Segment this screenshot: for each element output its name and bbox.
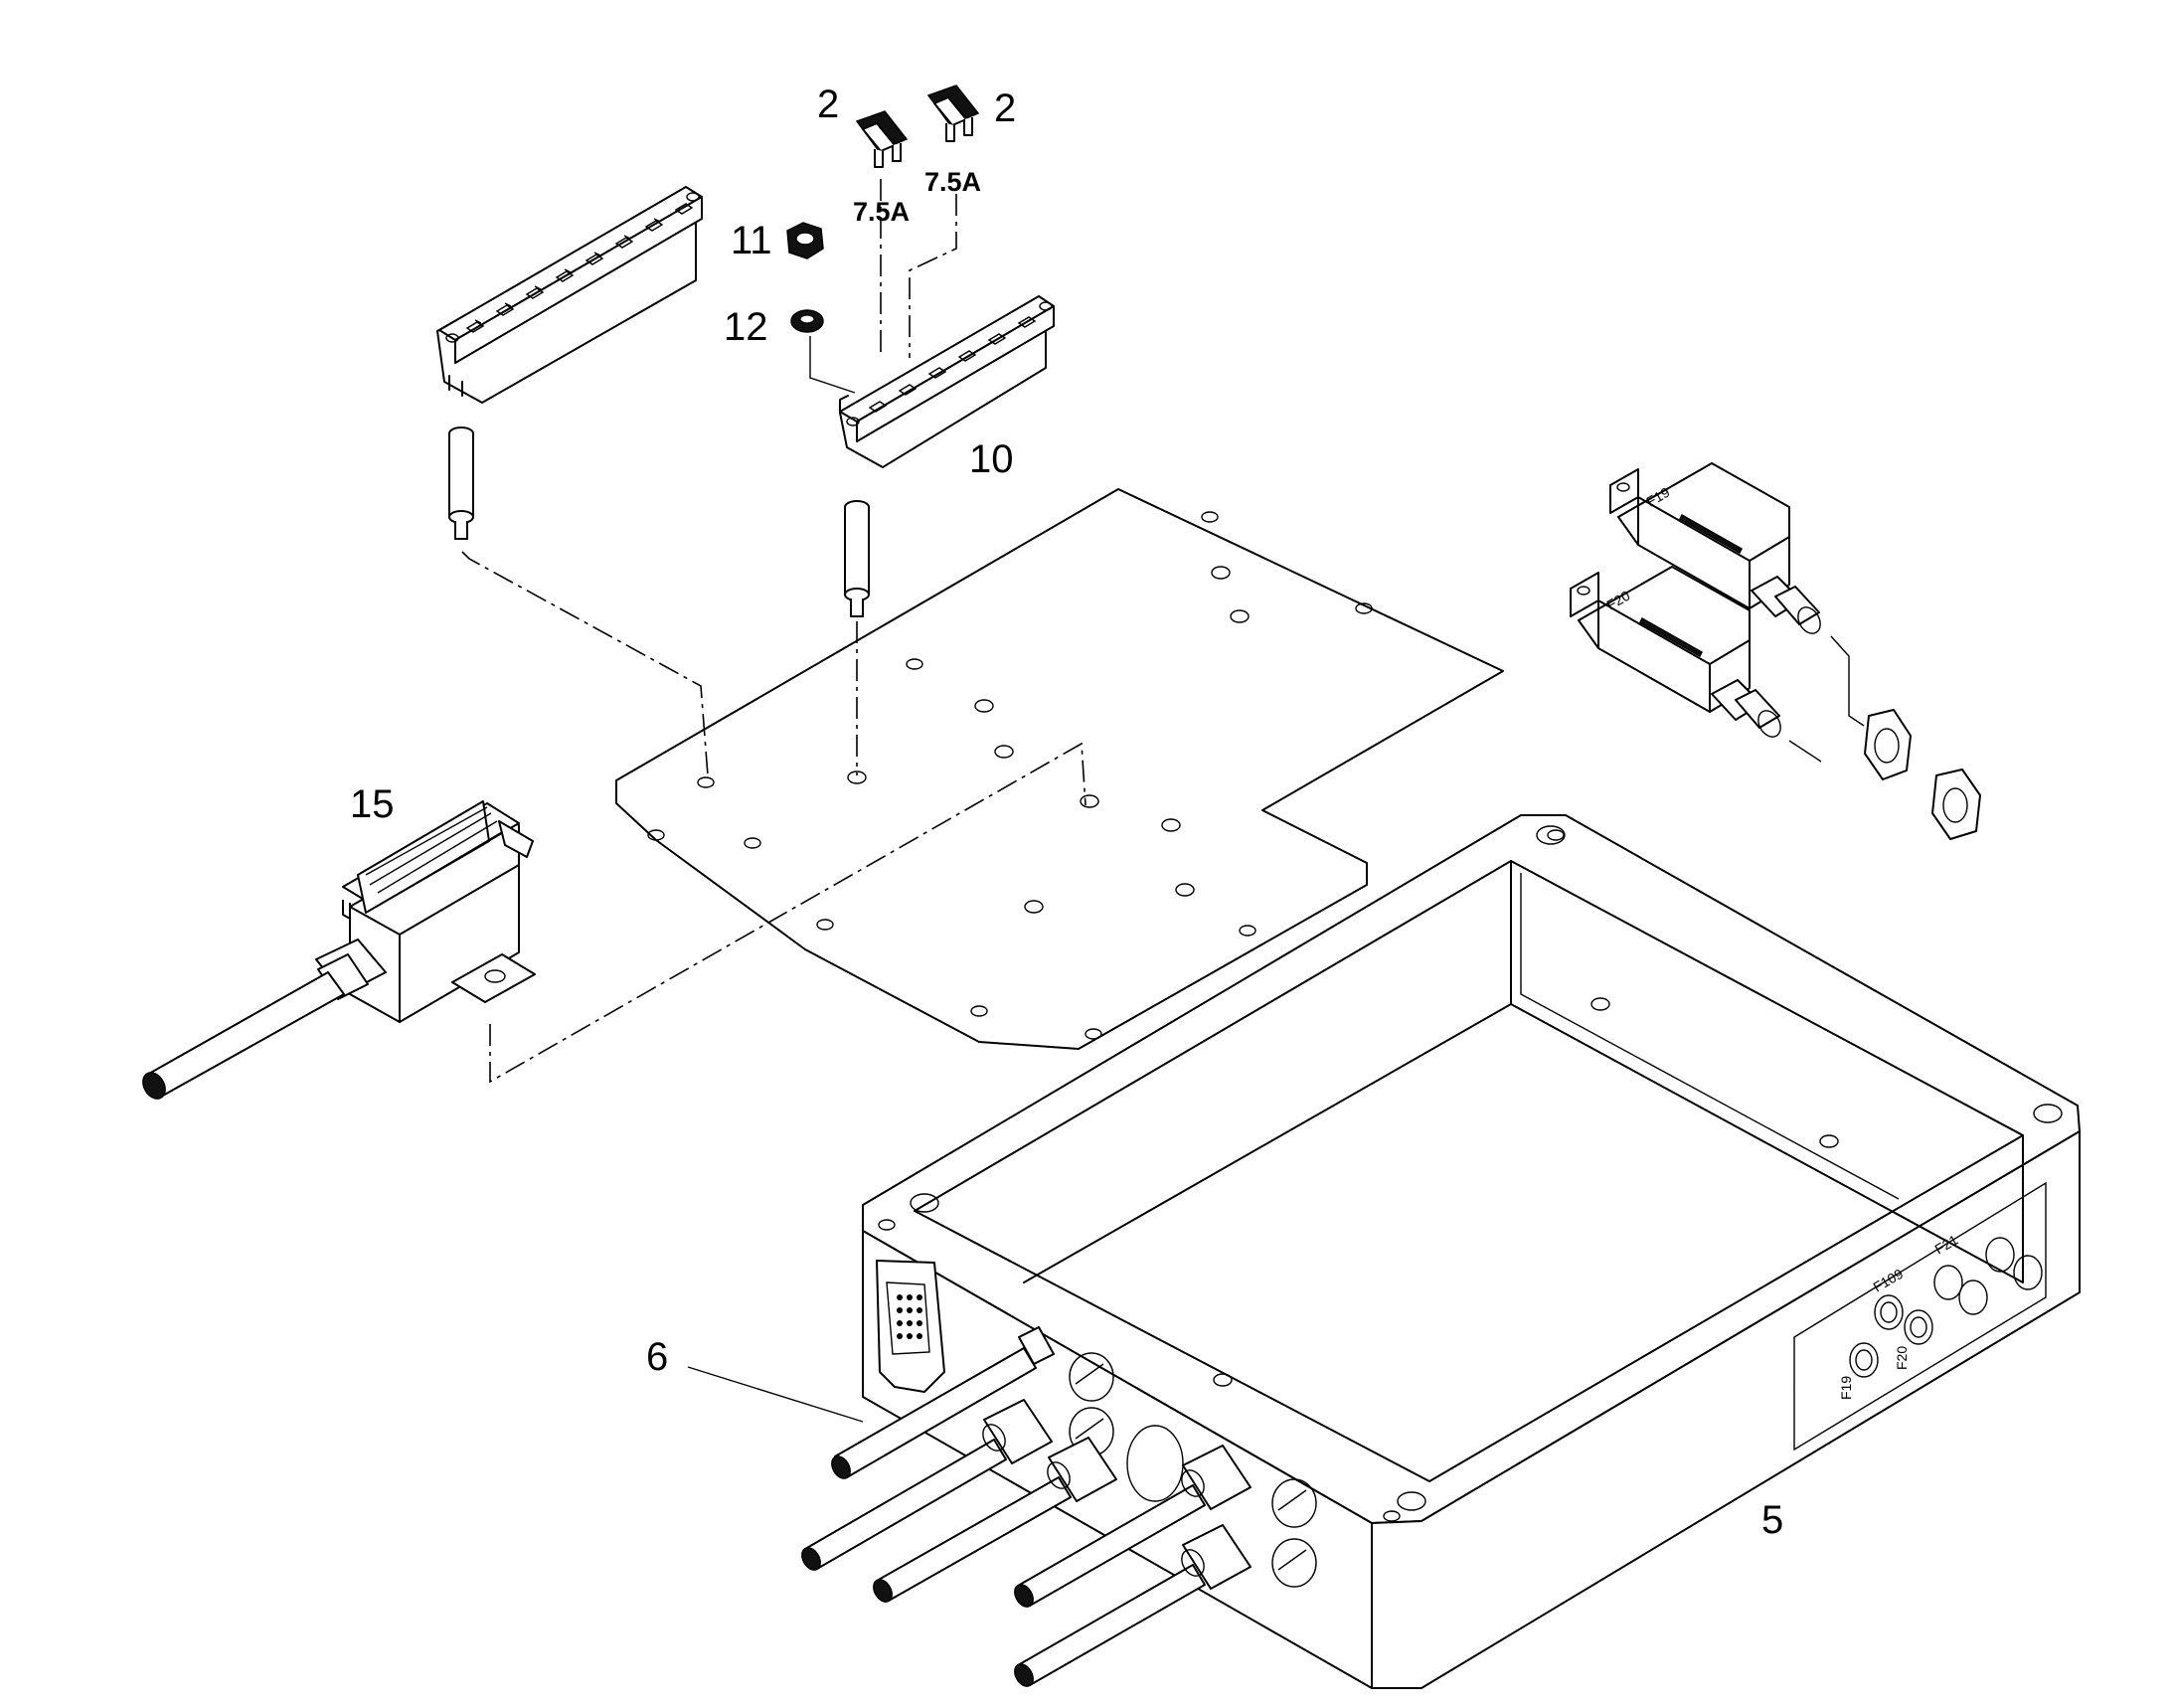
housing-5: F19 F20 F109 F21 [862, 814, 2081, 1689]
left-terminal-block [436, 186, 703, 404]
panel-label-f19: F19 [1838, 1376, 1854, 1400]
cable-6 [831, 1326, 1055, 1479]
callout-housing: 5 [1761, 1498, 1783, 1542]
assembly-lines [461, 179, 1086, 1084]
fuse-left [855, 110, 909, 168]
callout-relay: 15 [350, 782, 395, 826]
callout-fuse-left: 2 [817, 83, 839, 126]
callout-cable: 6 [646, 1335, 668, 1379]
terminal-block-10 [839, 295, 1055, 468]
hex-nut-upper [1864, 709, 1912, 780]
callout-fuse-right: 2 [994, 86, 1016, 130]
callout-terminal-block: 10 [969, 437, 1014, 481]
breaker-f19: F19 [1609, 462, 1821, 634]
fuse-rating-right: 7.5A [924, 167, 981, 197]
fuse-right [926, 85, 980, 142]
standoff [844, 500, 870, 617]
callout-washer: 12 [724, 305, 768, 349]
left-standoff [448, 427, 474, 540]
breaker-f20: F20 [1570, 566, 1781, 738]
hex-nut-lower [1931, 769, 1981, 840]
mounting-plate [615, 488, 1504, 1050]
callout-nut: 11 [731, 219, 772, 262]
leader-lines [687, 1366, 864, 1423]
fuse-rating-left: 7.5A [853, 197, 910, 227]
relay-15 [142, 800, 536, 1100]
cable-glands [801, 1399, 1252, 1687]
washer-12 [790, 309, 824, 333]
panel-label-f20: F20 [1894, 1346, 1910, 1370]
nut-11 [786, 222, 824, 259]
breaker-leader-lines [1788, 635, 1865, 763]
